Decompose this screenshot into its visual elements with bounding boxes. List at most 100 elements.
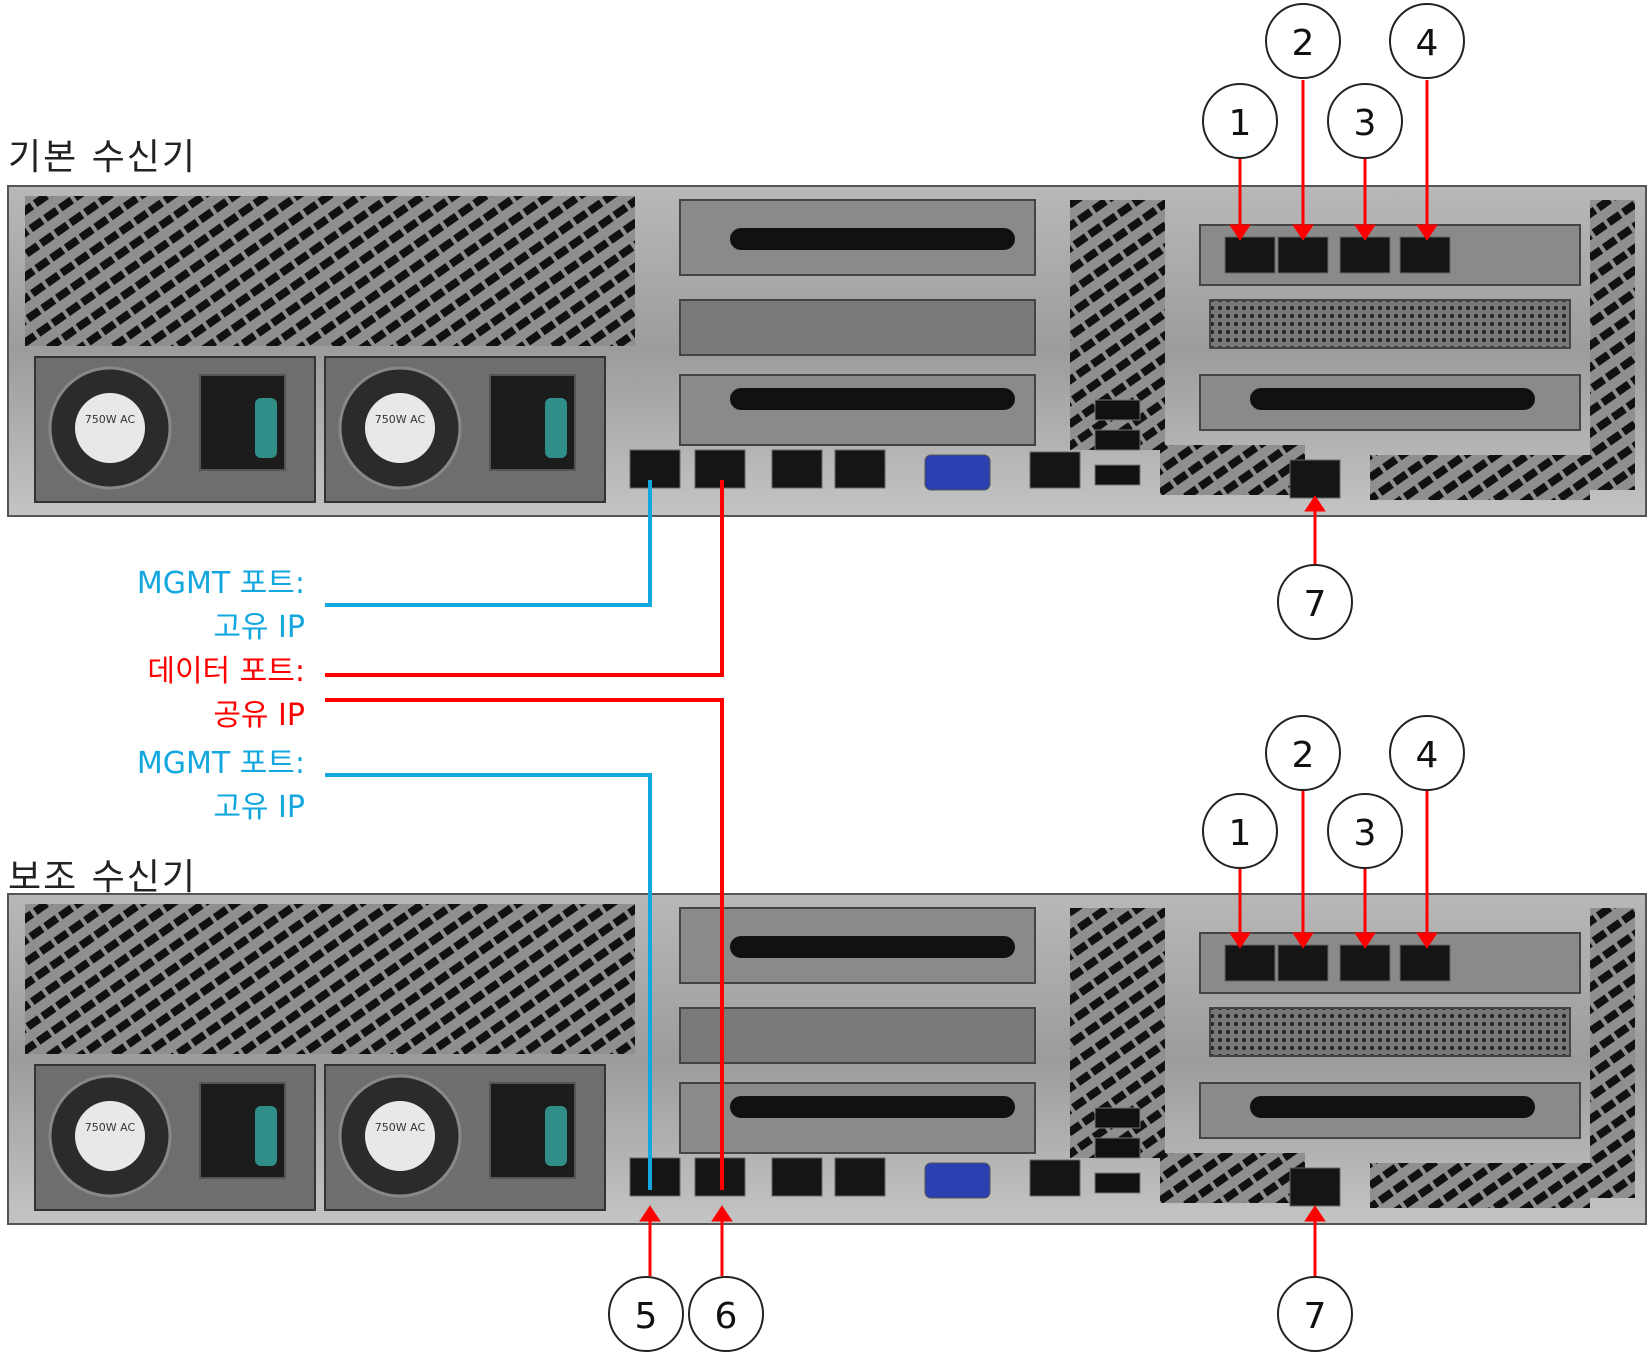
slot-cutout (1250, 388, 1535, 410)
mgmt-legend-title: MGMT 포트: (136, 566, 305, 601)
data-legend-subtitle: 공유 IP (213, 698, 305, 733)
usb-port (1094, 1137, 1141, 1159)
callout-primary-2: 2 (1265, 3, 1341, 79)
vent-grille (1590, 908, 1635, 1198)
secondary-chassis-label: 보조 수신기 (8, 857, 198, 898)
mgmt-legend-subtitle: 고유 IP (213, 610, 305, 645)
psu-latch (255, 1106, 277, 1166)
pcie-slot (679, 299, 1036, 356)
nic-port-2 (1277, 944, 1329, 982)
callout-secondary-6: 6 (688, 1276, 764, 1352)
usb-port (1094, 1172, 1141, 1194)
svg-text:4: 4 (1416, 23, 1439, 64)
ethernet-port (771, 1157, 823, 1197)
ethernet-port (834, 449, 886, 489)
ethernet-port (834, 1157, 886, 1197)
mgmt-line-primary (325, 480, 652, 607)
primary-chassis: 750W AC 750W AC (7, 185, 1647, 517)
vent-grille (1160, 445, 1305, 495)
power-supply-1: 750W AC (34, 1064, 316, 1211)
power-supply-1: 750W AC (34, 356, 316, 503)
svg-text:2: 2 (1292, 23, 1315, 64)
nic-port-3 (1339, 236, 1391, 274)
power-supply-2: 750W AC (324, 1064, 606, 1211)
psu-label: 750W AC (375, 413, 426, 426)
svg-text:4: 4 (1416, 735, 1439, 776)
svg-text:5: 5 (635, 1296, 658, 1337)
secondary-chassis: 750W AC 750W AC (7, 893, 1647, 1225)
mgmt-line-secondary (325, 773, 652, 1190)
callout-secondary-4: 4 (1389, 715, 1465, 791)
slot-cutout (730, 1096, 1015, 1118)
callout-secondary-2: 2 (1265, 715, 1341, 791)
vga-port (924, 1162, 991, 1199)
callout-secondary-1: 1 (1202, 793, 1278, 869)
callout-primary-1: 1 (1202, 83, 1278, 159)
nic-port-4 (1399, 944, 1451, 982)
callout-secondary-5: 5 (608, 1276, 684, 1352)
nic-port-2 (1277, 236, 1329, 274)
mgmt-legend-bottom: MGMT 포트: 고유 IP (15, 742, 305, 830)
slot-cutout (730, 228, 1015, 250)
mesh-panel (1209, 299, 1571, 349)
svg-text:1: 1 (1229, 103, 1252, 144)
svg-text:7: 7 (1304, 1296, 1327, 1337)
data-line-primary (325, 480, 724, 677)
nic-port-3 (1339, 944, 1391, 982)
data-legend: 데이터 포트: 공유 IP (15, 650, 305, 738)
svg-text:6: 6 (715, 1296, 738, 1337)
mgmt-legend-title: MGMT 포트: (136, 746, 305, 781)
vent-grille (1370, 1163, 1590, 1208)
nic-port-1 (1224, 944, 1276, 982)
psu-latch (545, 398, 567, 458)
vent-grille (1590, 200, 1635, 490)
psu-label: 750W AC (85, 1121, 136, 1134)
svg-text:1: 1 (1229, 813, 1252, 854)
mesh-panel (1209, 1007, 1571, 1057)
data-line-secondary (325, 698, 724, 1190)
ethernet-port (771, 449, 823, 489)
callout-primary-3: 3 (1327, 83, 1403, 159)
connection-lines (325, 480, 724, 1190)
slot-cutout (730, 936, 1015, 958)
psu-latch (255, 398, 277, 458)
vga-port (924, 454, 991, 491)
primary-chassis-label: 기본 수신기 (8, 137, 198, 178)
pcie-slot (679, 1007, 1036, 1064)
nic-port-4 (1399, 236, 1451, 274)
usb-port (1094, 399, 1141, 421)
callout-arrows (639, 80, 1438, 1276)
callout-secondary-7: 7 (1277, 1276, 1353, 1352)
svg-text:7: 7 (1304, 584, 1327, 625)
data-legend-title: 데이터 포트: (147, 654, 305, 689)
mgmt-legend-top: MGMT 포트: 고유 IP (15, 562, 305, 650)
mgmt-legend-subtitle: 고유 IP (213, 790, 305, 825)
slot-cutout (730, 388, 1015, 410)
svg-text:3: 3 (1354, 103, 1377, 144)
callout-primary-7: 7 (1277, 564, 1353, 640)
callout-circles: 1 2 3 4 7 1 2 3 4 5 6 7 (608, 3, 1465, 1352)
psu-label: 750W AC (85, 413, 136, 426)
mgmt-port (629, 449, 681, 489)
svg-text:2: 2 (1292, 735, 1315, 776)
vent-grille (1160, 1153, 1305, 1203)
usb-port (1094, 1107, 1141, 1129)
callout-secondary-3: 3 (1327, 793, 1403, 869)
port-7 (1289, 1167, 1341, 1207)
usb-port (1094, 429, 1141, 451)
nic-port-1 (1224, 236, 1276, 274)
port-7 (1289, 459, 1341, 499)
usb-port (1094, 464, 1141, 486)
console-port (1029, 1159, 1081, 1197)
slot-cutout (1250, 1096, 1535, 1118)
mgmt-port (629, 1157, 681, 1197)
vent-grille (25, 904, 635, 1054)
callout-primary-4: 4 (1389, 3, 1465, 79)
psu-label: 750W AC (375, 1121, 426, 1134)
console-port (1029, 451, 1081, 489)
svg-text:3: 3 (1354, 813, 1377, 854)
power-supply-2: 750W AC (324, 356, 606, 503)
vent-grille (1370, 455, 1590, 500)
